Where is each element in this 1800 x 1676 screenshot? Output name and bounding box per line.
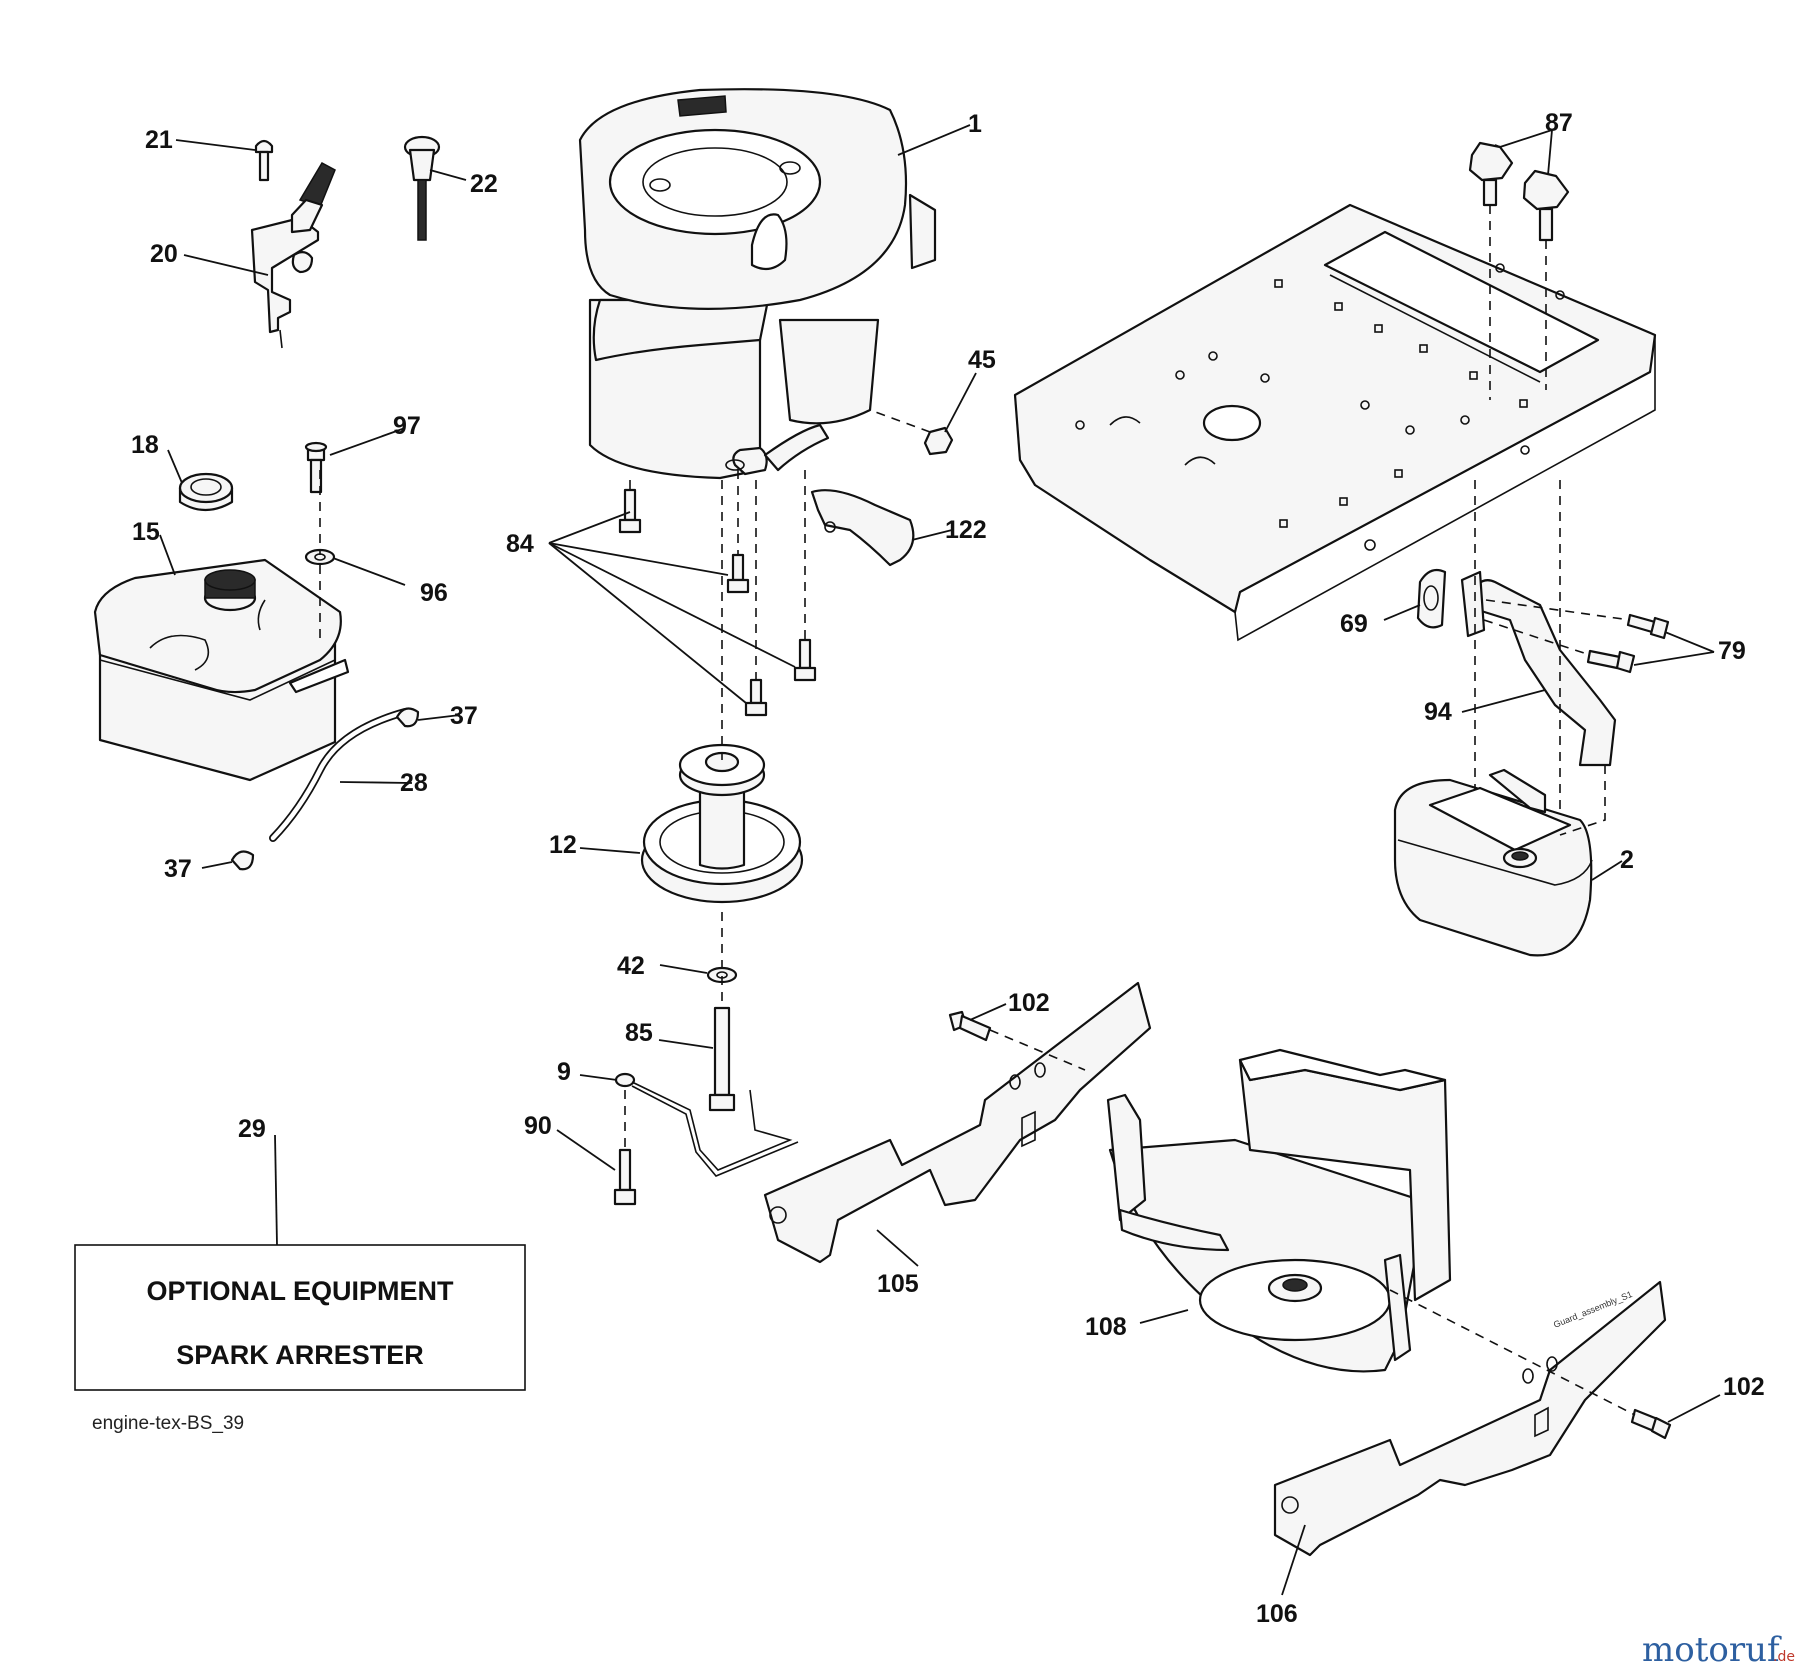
bracket-part-122 [810, 489, 915, 567]
screw-part-21 [254, 139, 274, 182]
callout-22: 22 [470, 170, 498, 198]
hose-clamps-part-37 [230, 707, 420, 871]
callout-85: 85 [625, 1019, 653, 1047]
engine-support-frame [1013, 203, 1657, 642]
callout-37-upper: 37 [450, 702, 478, 730]
callout-97: 97 [393, 412, 421, 440]
logo-tld-text: .de [1773, 1649, 1795, 1665]
callout-90: 90 [524, 1112, 552, 1140]
callout-29: 29 [238, 1115, 266, 1143]
callout-21: 21 [145, 126, 173, 154]
callout-122: 122 [945, 516, 987, 544]
choke-knob-part-22 [403, 135, 441, 241]
callout-15: 15 [132, 518, 160, 546]
leader-lines [159, 124, 1721, 1596]
bolt-part-102-lower [1630, 1408, 1672, 1440]
callout-96: 96 [420, 579, 448, 607]
callout-37-lower: 37 [164, 855, 192, 883]
callout-102-upper: 102 [1008, 989, 1050, 1017]
callout-69: 69 [1340, 610, 1368, 638]
bolts-part-79 [1586, 613, 1670, 674]
callout-94: 94 [1424, 698, 1452, 726]
bolt-part-102-upper [948, 1010, 992, 1042]
optional-equipment-box: OPTIONAL EQUIPMENT SPARK ARRESTER [74, 1244, 526, 1391]
spark-arrester-label: SPARK ARRESTER [176, 1340, 424, 1370]
exhaust-pipe-part-94 [1460, 570, 1617, 767]
callout-84: 84 [506, 530, 534, 558]
fuel-tank-part-15 [93, 558, 350, 782]
guard-part-108 [1106, 1048, 1452, 1373]
callout-2: 2 [1620, 846, 1634, 874]
bracket-part-105 [763, 981, 1152, 1264]
logo-main-text: motoruf [1642, 1630, 1782, 1670]
callout-45: 45 [968, 346, 996, 374]
callout-28: 28 [400, 769, 428, 797]
fuel-cap-part-18 [178, 472, 234, 512]
optional-equipment-label: OPTIONAL EQUIPMENT [146, 1276, 454, 1306]
bolts-part-84 [618, 488, 817, 717]
callout-12: 12 [549, 831, 577, 859]
callout-18: 18 [131, 431, 159, 459]
callout-9: 9 [557, 1058, 571, 1086]
callout-labels: 1 2 9 12 15 18 20 21 22 28 29 37 37 42 4… [131, 109, 1765, 1628]
callout-102-lower: 102 [1723, 1373, 1765, 1401]
callout-79: 79 [1718, 637, 1746, 665]
callout-87: 87 [1545, 109, 1573, 137]
frame-holes [1075, 263, 1565, 551]
muffler-part-2 [1393, 768, 1593, 957]
throttle-control-part-20 [250, 161, 336, 349]
callout-1: 1 [968, 110, 982, 138]
assembly-lines [319, 205, 1636, 1416]
bolt-part-85 [708, 1006, 736, 1112]
rod-part-9 [614, 1072, 799, 1177]
callout-42: 42 [617, 952, 645, 980]
callout-105: 105 [877, 1270, 919, 1298]
engine-part-1 [578, 88, 937, 480]
bracket-part-106 [1273, 1280, 1667, 1557]
callout-106: 106 [1256, 1600, 1298, 1628]
motoruf-logo: motoruf .de [1642, 1630, 1795, 1670]
diagram-code: engine-tex-BS_39 [92, 1413, 244, 1434]
fuel-line-part-28 [269, 708, 409, 842]
bolts-part-87 [1468, 141, 1570, 242]
pulley-part-12 [640, 743, 804, 904]
screw-part-90 [613, 1148, 637, 1206]
callout-108: 108 [1085, 1313, 1127, 1341]
nut-part-45 [923, 426, 954, 456]
callout-20: 20 [150, 240, 178, 268]
gasket-part-69 [1416, 568, 1447, 629]
bolt-part-97 [304, 441, 328, 494]
